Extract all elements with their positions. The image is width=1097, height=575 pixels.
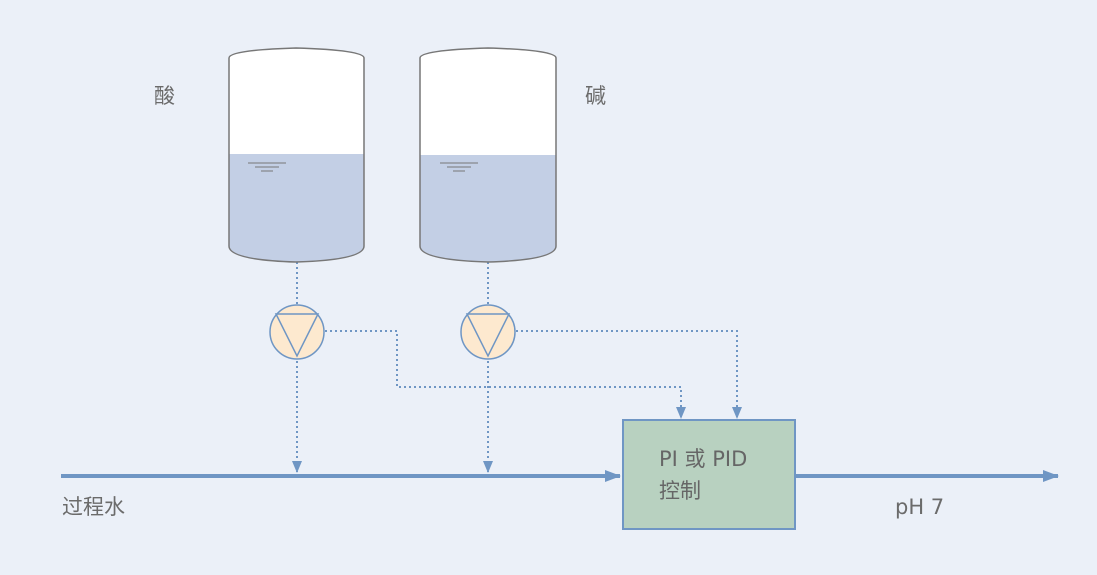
base-tank-icon: [419, 47, 557, 263]
base-pump-icon: [460, 304, 516, 360]
base-level-icon: [440, 162, 478, 172]
base-label: 碱: [585, 84, 606, 108]
controller-label-line1: PI 或 PID: [659, 447, 748, 471]
controller-label: PI 或 PID 控制: [659, 443, 747, 507]
controller-label-line2: 控制: [659, 479, 701, 503]
ph-output-label: pH 7: [895, 495, 945, 519]
controller-box: [622, 419, 796, 530]
acid-label: 酸: [154, 84, 175, 108]
base-pump-signal-line: [516, 330, 742, 419]
acid-tank-icon: [228, 47, 365, 263]
acid-pump-icon: [269, 304, 325, 360]
acid-level-icon: [248, 162, 286, 172]
process-water-label: 过程水: [62, 495, 125, 519]
